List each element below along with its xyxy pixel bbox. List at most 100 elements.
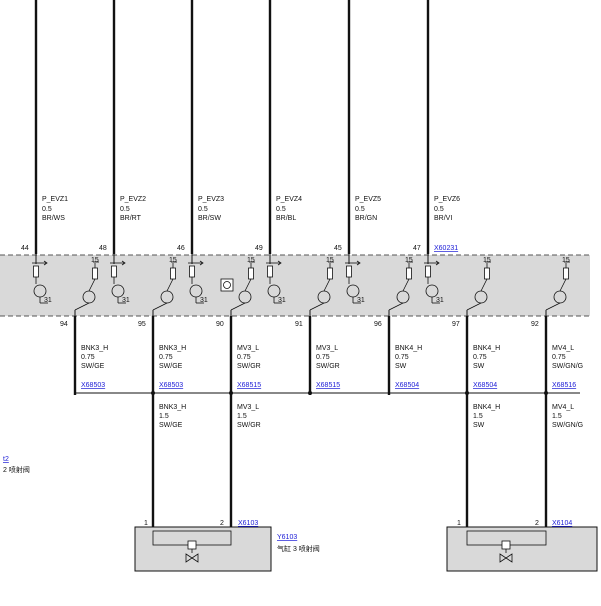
- supply-label: 15: [247, 257, 255, 264]
- wire-name: MV3_L: [237, 345, 259, 352]
- pin-number: 96: [374, 321, 382, 328]
- supply-label: 15: [483, 257, 491, 264]
- wire-color: SW/GN/G: [552, 422, 583, 429]
- wire-color: BR/RT: [120, 215, 142, 222]
- transistor-lead: [88, 278, 96, 292]
- pin-number: 92: [531, 321, 539, 328]
- wire-color: SW: [395, 363, 407, 370]
- test-point-icon: [223, 281, 231, 289]
- transistor-lead: [402, 278, 410, 292]
- wire-size: 0.5: [120, 206, 130, 213]
- wire-name: P_EVZ4: [276, 196, 302, 203]
- module-connector-link[interactable]: X60231: [434, 245, 458, 252]
- wire-color: SW: [473, 422, 485, 429]
- transistor-lead: [480, 278, 488, 292]
- resistor-icon: [170, 267, 176, 280]
- wire-size: 1.5: [473, 413, 483, 420]
- wire-color: BR/BL: [276, 215, 296, 222]
- test-point-icon: [220, 278, 234, 292]
- supply-label: 15: [91, 257, 99, 264]
- injector4-connector-link[interactable]: X6104: [552, 520, 572, 527]
- ground-label: 31: [278, 297, 286, 304]
- injector-cylinder-4[interactable]: [446, 526, 598, 572]
- resistor-icon: [406, 267, 412, 280]
- wire-size: 0.5: [434, 206, 444, 213]
- resistor-icon: [92, 267, 98, 280]
- top-wire-lines: [34, 0, 430, 254]
- pin-number: 2: [535, 520, 539, 527]
- resistor-icon: [33, 265, 39, 278]
- top-wire-labels: P_EVZ1 0.5 BR/WS P_EVZ2 0.5 BR/RT P_EVZ3…: [42, 196, 460, 222]
- wire-size: 0.75: [159, 354, 173, 361]
- wire-color: BR/WS: [42, 215, 65, 222]
- wire-name: P_EVZ3: [198, 196, 224, 203]
- ground-label: 31: [44, 297, 52, 304]
- left-component-desc: 2 喷射阀: [3, 465, 30, 474]
- wire-name: BNK4_H: [395, 345, 422, 352]
- pin-number: 2: [220, 520, 224, 527]
- wire-size: 0.75: [81, 354, 95, 361]
- wire-name: MV3_L: [316, 345, 338, 352]
- connector-link[interactable]: X68515: [237, 382, 261, 389]
- injector3-connector-link[interactable]: X6103: [238, 520, 258, 527]
- arrow-icon: [277, 260, 282, 266]
- resistor-icon: [346, 265, 352, 278]
- arrow-icon: [435, 260, 440, 266]
- wire-name: MV3_L: [237, 404, 259, 411]
- injector3-id-link[interactable]: Y6103: [277, 534, 297, 541]
- output-lead: [309, 302, 325, 311]
- wire-size: 0.5: [276, 206, 286, 213]
- wire-name: MV4_L: [552, 345, 574, 352]
- pin-number: 1: [457, 520, 461, 527]
- pin-number: 94: [60, 321, 68, 328]
- connector-link[interactable]: X68516: [552, 382, 576, 389]
- arrow-icon: [199, 260, 204, 266]
- wire-color: SW/GE: [159, 363, 183, 370]
- pin-number: 45: [334, 245, 342, 252]
- supply-label: 15: [326, 257, 334, 264]
- wire-size: 0.75: [237, 354, 251, 361]
- output-lead: [230, 302, 246, 311]
- output-lead: [388, 302, 404, 311]
- wire-color: BR/GN: [355, 215, 377, 222]
- left-component-link[interactable]: t2: [3, 456, 9, 463]
- injector-body: [446, 526, 598, 572]
- wire-size: 1.5: [552, 413, 562, 420]
- pin-number: 48: [99, 245, 107, 252]
- output-lead: [74, 302, 90, 311]
- wire-size: 0.75: [473, 354, 487, 361]
- transistor-lead: [323, 278, 331, 292]
- injector-coil-icon: [501, 540, 511, 550]
- connector-link[interactable]: X68504: [473, 382, 497, 389]
- connector-link[interactable]: X68504: [395, 382, 419, 389]
- resistor-icon: [189, 265, 195, 278]
- wire-size: 1.5: [237, 413, 247, 420]
- wire-color: SW/GR: [237, 422, 261, 429]
- wire-size: 0.75: [395, 354, 409, 361]
- resistor-icon: [248, 267, 254, 280]
- resistor-icon: [563, 267, 569, 280]
- connector-link[interactable]: X68515: [316, 382, 340, 389]
- transistor-lead: [559, 278, 567, 292]
- arrow-icon: [356, 260, 361, 266]
- resistor-icon: [111, 265, 117, 278]
- wire-name: P_EVZ2: [120, 196, 146, 203]
- wire-color: SW/GR: [316, 363, 340, 370]
- connector-link[interactable]: X68503: [81, 382, 105, 389]
- injector3-desc: 气缸 3 喷射阀: [277, 544, 320, 553]
- module-body: [0, 255, 590, 316]
- valve-icon: [499, 553, 513, 563]
- supply-label: 15: [169, 257, 177, 264]
- arrow-icon: [121, 260, 126, 266]
- supply-label: 15: [562, 257, 570, 264]
- wire-name: BNK3_H: [81, 345, 108, 352]
- pin-number: 97: [452, 321, 460, 328]
- wire-name: MV4_L: [552, 404, 574, 411]
- wire-color: BR/SW: [198, 215, 221, 222]
- splice-dots: [151, 391, 548, 395]
- connector-link[interactable]: X68503: [159, 382, 183, 389]
- resistor-icon: [484, 267, 490, 280]
- injector-cylinder-3[interactable]: [134, 526, 272, 572]
